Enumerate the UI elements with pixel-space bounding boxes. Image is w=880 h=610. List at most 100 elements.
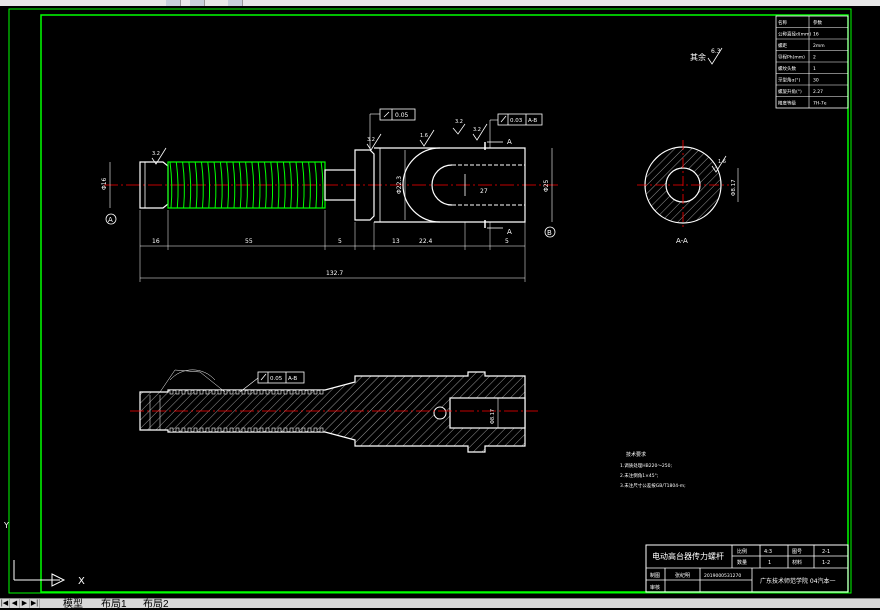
flatness-value: 0.05 bbox=[395, 112, 409, 119]
thread-crest bbox=[213, 161, 217, 209]
thread-crest bbox=[320, 161, 324, 209]
thread-tooth bbox=[235, 427, 240, 433]
tab-model[interactable]: 模型 bbox=[63, 599, 83, 610]
runout-value-bottom: 0.05 bbox=[270, 376, 283, 382]
prev-tab-button[interactable]: ◀ bbox=[10, 599, 20, 608]
thread-crest bbox=[175, 161, 179, 209]
dim-right-dia: Φ25 bbox=[543, 179, 550, 192]
thread-crest bbox=[251, 161, 255, 209]
thread-tooth bbox=[205, 389, 210, 395]
roughness-symbol bbox=[151, 147, 167, 165]
thread-tooth bbox=[175, 389, 180, 395]
tab-layout-1[interactable]: 布局1 bbox=[101, 599, 127, 610]
svg-text:1.6: 1.6 bbox=[420, 133, 428, 139]
thread-tooth bbox=[289, 427, 294, 433]
thread-crest bbox=[245, 161, 248, 209]
thread-tooth bbox=[205, 427, 210, 433]
thread-tooth bbox=[277, 427, 282, 433]
thread-crest bbox=[182, 161, 185, 209]
svg-text:比例: 比例 bbox=[737, 548, 747, 555]
roughness-symbol bbox=[366, 133, 382, 151]
layer-button[interactable] bbox=[166, 0, 181, 6]
svg-text:制图: 制图 bbox=[650, 572, 660, 579]
datum-b-marker bbox=[544, 226, 556, 238]
other-roughness-note: 其余 6.3 bbox=[690, 47, 723, 65]
properties-button[interactable] bbox=[190, 0, 205, 6]
table-param-name: 名称 bbox=[778, 19, 787, 26]
ucs-x-label: X bbox=[78, 576, 85, 587]
table-param-value: 2 bbox=[813, 55, 816, 61]
thread-tooth bbox=[223, 427, 228, 433]
thread-tooth bbox=[241, 427, 246, 433]
thread-crest bbox=[226, 161, 229, 209]
svg-text:3.2: 3.2 bbox=[473, 127, 481, 133]
thread-section bbox=[167, 161, 326, 209]
runout-frame-top: 0.03 A-B bbox=[489, 113, 543, 148]
thread-crest bbox=[169, 161, 173, 209]
shaft-body bbox=[374, 147, 526, 223]
dim-label: 22.4 bbox=[419, 238, 433, 245]
thread-crest bbox=[257, 161, 261, 209]
thread-tooth bbox=[295, 389, 300, 395]
shaft-collar bbox=[354, 149, 375, 221]
thread-tooth bbox=[289, 389, 294, 395]
thread-tooth bbox=[223, 389, 228, 395]
layout-tab-bar: |◀ ◀ ▶ ▶| 模型 布局1 布局2 bbox=[0, 598, 880, 610]
svg-text:图号: 图号 bbox=[792, 549, 802, 555]
thread-tooth bbox=[193, 427, 198, 433]
table-param-value: 30 bbox=[813, 78, 819, 84]
dim-left-dia: Φ16 bbox=[101, 177, 108, 190]
dim-hole: 27 bbox=[480, 188, 488, 195]
last-tab-button[interactable]: ▶| bbox=[30, 599, 40, 608]
match-button[interactable] bbox=[228, 0, 243, 6]
thread-crest bbox=[232, 161, 236, 209]
thread-tooth bbox=[247, 389, 252, 395]
roughness-symbol bbox=[452, 123, 466, 135]
svg-text:3.2: 3.2 bbox=[152, 151, 160, 157]
thread-tooth bbox=[301, 389, 306, 395]
thread-crest bbox=[201, 161, 204, 209]
dim-label: 5 bbox=[338, 238, 342, 245]
svg-text:2-1: 2-1 bbox=[822, 549, 830, 555]
tab-layout-2[interactable]: 布局2 bbox=[143, 599, 169, 610]
datum-a-marker bbox=[105, 213, 117, 225]
section-arrow-label-top: A bbox=[507, 138, 512, 146]
thread-crest bbox=[270, 161, 274, 209]
svg-text:4:3: 4:3 bbox=[764, 549, 772, 555]
next-tab-button[interactable]: ▶ bbox=[20, 599, 30, 608]
svg-text:数量: 数量 bbox=[737, 559, 747, 566]
thread-crest bbox=[295, 161, 299, 209]
thread-tooth bbox=[313, 427, 318, 433]
other-label: 其余 bbox=[690, 52, 706, 62]
thread-tooth bbox=[199, 427, 204, 433]
thread-tooth bbox=[295, 427, 300, 433]
table-param-name: 螺纹头数 bbox=[778, 65, 796, 72]
thread-tooth bbox=[193, 389, 198, 395]
runout-value-top: 0.03 bbox=[510, 118, 523, 124]
thread-tooth bbox=[211, 389, 216, 395]
bore-dim: Φ8.17 bbox=[490, 409, 496, 424]
datum-a-label: A bbox=[108, 216, 113, 224]
runout-frame-bottom: 0.05 A-B bbox=[239, 371, 305, 393]
drawing-frame bbox=[40, 14, 849, 593]
flatness-frame: 0.05 bbox=[369, 108, 416, 148]
dim-label: 5 bbox=[505, 238, 509, 245]
thread-tooth bbox=[217, 427, 222, 433]
thread-tooth bbox=[187, 427, 192, 433]
table-param-name: 精度等级 bbox=[778, 100, 796, 107]
svg-text:1-2: 1-2 bbox=[822, 560, 830, 566]
cad-toolbar bbox=[0, 0, 880, 6]
thread-tooth bbox=[187, 389, 192, 395]
overall-length: 132.7 bbox=[326, 270, 343, 277]
roughness-symbol bbox=[711, 155, 727, 173]
ucs-y-label: Y bbox=[3, 521, 9, 530]
thread-tooth bbox=[313, 389, 318, 395]
thread-tooth bbox=[199, 389, 204, 395]
thread-tooth bbox=[265, 389, 270, 395]
table-param-name: 导程Ph(mm) bbox=[778, 54, 805, 61]
thread-tooth bbox=[253, 389, 258, 395]
table-param-value: 1 bbox=[813, 66, 816, 72]
first-tab-button[interactable]: |◀ bbox=[0, 599, 10, 608]
